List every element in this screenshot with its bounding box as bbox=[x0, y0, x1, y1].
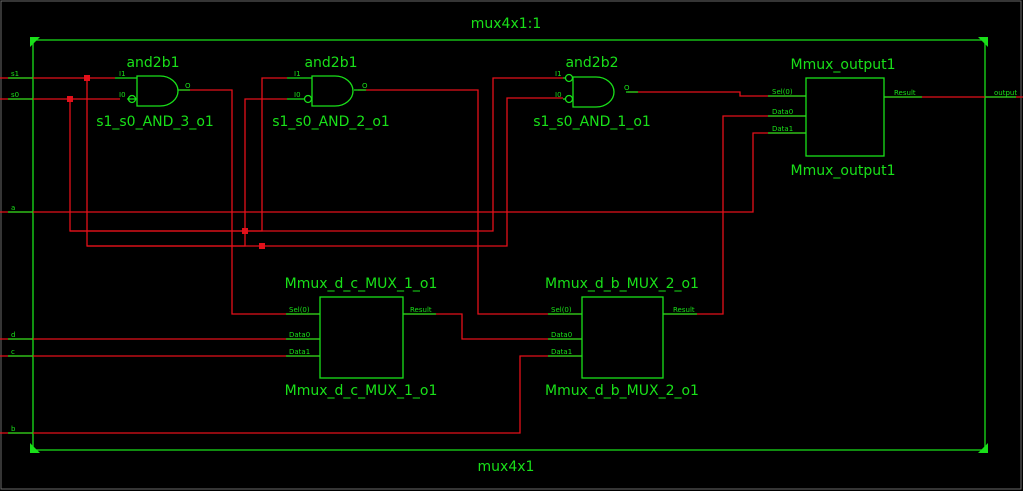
gate-type-label: and2b2 bbox=[565, 55, 618, 71]
gate-instance-label: s1_s0_AND_3_o1 bbox=[96, 114, 214, 130]
mux-block bbox=[805, 77, 885, 157]
port-d-label: d bbox=[11, 331, 15, 339]
port-a-label: a bbox=[11, 204, 15, 212]
mux-block bbox=[581, 296, 664, 379]
gate-and1[interactable]: and2b2 s1_s0_AND_1_o1 I1 I0 O bbox=[533, 55, 651, 130]
port-stubs bbox=[8, 77, 1016, 434]
and-gate-icon bbox=[311, 75, 354, 107]
inverter-bubble-icon bbox=[564, 73, 574, 83]
mux-name-top: Mmux_output1 bbox=[791, 57, 896, 73]
mux-name-bottom: Mmux_d_b_MUX_2_o1 bbox=[545, 383, 699, 399]
port-c-label: c bbox=[11, 348, 15, 356]
pin-data1-label: Data1 bbox=[551, 348, 572, 356]
module-type-title: mux4x1 bbox=[478, 459, 535, 475]
pin-i0-label: I0 bbox=[294, 91, 301, 99]
gate-type-label: and2b1 bbox=[126, 55, 179, 71]
mux-block bbox=[319, 296, 404, 379]
gate-type-label: and2b1 bbox=[304, 55, 357, 71]
mux-dc[interactable]: Mmux_d_c_MUX_1_o1 Mmux_d_c_MUX_1_o1 Sel(… bbox=[285, 276, 438, 399]
port-b-label: b bbox=[11, 425, 16, 433]
inverter-bubble-icon bbox=[564, 94, 574, 104]
pin-i1-label: I1 bbox=[119, 70, 126, 78]
inverter-bubble-icon bbox=[127, 94, 137, 104]
pin-result-label: Result bbox=[673, 306, 695, 314]
module-instance-title: mux4x1:1 bbox=[471, 16, 542, 32]
gate-instance-label: s1_s0_AND_2_o1 bbox=[272, 114, 390, 130]
pin-o-label: O bbox=[362, 82, 368, 90]
pin-data1-label: Data1 bbox=[289, 348, 310, 356]
pin-i0-label: I0 bbox=[119, 91, 126, 99]
module-frame[interactable] bbox=[30, 37, 988, 453]
pin-data0-label: Data0 bbox=[551, 331, 572, 339]
mux-output1[interactable]: Mmux_output1 Mmux_output1 Sel(0) Data0 D… bbox=[768, 57, 922, 179]
pin-data0-label: Data0 bbox=[772, 108, 793, 116]
pin-result-label: Result bbox=[410, 306, 432, 314]
gate-and2[interactable]: and2b1 s1_s0_AND_2_o1 I1 I0 O bbox=[272, 55, 390, 130]
mux-db[interactable]: Mmux_d_b_MUX_2_o1 Mmux_d_b_MUX_2_o1 Sel(… bbox=[545, 276, 699, 399]
and-gate-icon bbox=[572, 76, 615, 108]
pin-o-label: O bbox=[185, 82, 191, 90]
frame-corner-br bbox=[978, 443, 988, 453]
pin-sel-label: Sel(0) bbox=[551, 306, 572, 314]
pin-i1-label: I1 bbox=[294, 70, 301, 78]
frame-corner-bl bbox=[30, 443, 40, 453]
pin-i1-label: I1 bbox=[555, 70, 562, 78]
mux-name-top: Mmux_d_c_MUX_1_o1 bbox=[285, 276, 438, 292]
mux-name-bottom: Mmux_output1 bbox=[791, 163, 896, 179]
inverter-bubble-icon bbox=[303, 94, 313, 104]
gate-instance-label: s1_s0_AND_1_o1 bbox=[533, 114, 651, 130]
pin-o-label: O bbox=[624, 84, 630, 92]
port-output-label: output bbox=[994, 89, 1017, 97]
frame-corner-tr bbox=[978, 37, 988, 47]
pin-data1-label: Data1 bbox=[772, 125, 793, 133]
and-gate-icon bbox=[136, 75, 179, 107]
pin-sel-label: Sel(0) bbox=[289, 306, 310, 314]
mux-name-bottom: Mmux_d_c_MUX_1_o1 bbox=[285, 383, 438, 399]
pin-data0-label: Data0 bbox=[289, 331, 310, 339]
port-s1-label: s1 bbox=[11, 70, 19, 78]
gate-and3[interactable]: and2b1 s1_s0_AND_3_o1 I1 I0 O bbox=[96, 55, 214, 130]
port-s0-label: s0 bbox=[11, 91, 19, 99]
frame-corner-tl bbox=[30, 37, 40, 47]
pin-sel-label: Sel(0) bbox=[772, 88, 793, 96]
pin-i0-label: I0 bbox=[555, 91, 562, 99]
mux-name-top: Mmux_d_b_MUX_2_o1 bbox=[545, 276, 699, 292]
pin-result-label: Result bbox=[894, 89, 916, 97]
